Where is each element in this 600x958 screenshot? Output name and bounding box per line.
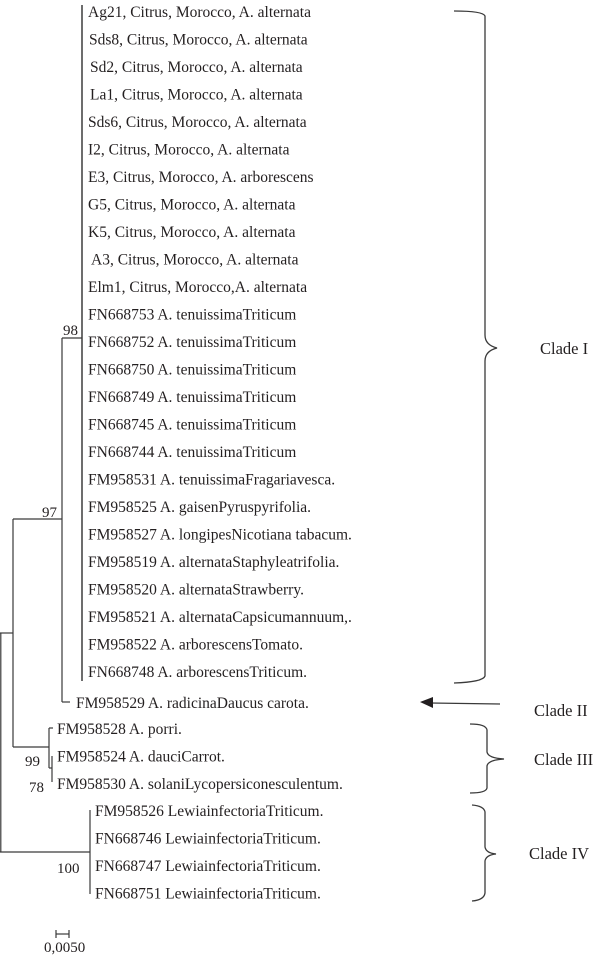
clade-1-brace: [453, 10, 498, 684]
taxon-label: La1, Citrus, Morocco, A. alternata: [90, 87, 303, 104]
taxon-label: FN668747 LewiainfectoriaTriticum.: [95, 858, 321, 875]
clade-1-labels: Ag21, Citrus, Morocco, A. alternataSds8,…: [88, 4, 352, 681]
taxon-label: G5, Citrus, Morocco, A. alternata: [88, 197, 296, 214]
scale-bar-label: 0,0050: [44, 940, 85, 956]
clade-2-arrow-line: [429, 702, 501, 705]
taxon-label: FN668749 A. tenuissimaTriticum: [88, 389, 296, 406]
bootstrap-100: 100: [57, 861, 80, 877]
taxon-label: FM958530 A. solaniLycopersiconesculentum…: [57, 776, 343, 793]
taxon-label: Elm1, Citrus, Morocco,A. alternata: [88, 279, 307, 296]
clade-2-label: Clade II: [534, 701, 588, 720]
taxon-label: Sd2, Citrus, Morocco, A. alternata: [90, 59, 303, 76]
taxon-label: FN668746 LewiainfectoriaTriticum.: [95, 831, 321, 848]
bootstrap-97: 97: [42, 505, 58, 521]
clade-3-brace: [469, 723, 505, 794]
taxon-label: FM958531 A. tenuissimaFragariavesca.: [88, 472, 335, 489]
arrow-left-icon: [420, 697, 433, 708]
taxon-label: E3, Citrus, Morocco, A. arborescens: [88, 169, 314, 186]
clade-2-labels: FM958529 A. radicinaDaucus carota.: [76, 695, 309, 712]
bootstrap-78: 78: [29, 780, 44, 796]
taxon-label: FN668750 A. tenuissimaTriticum: [88, 362, 296, 379]
taxon-label: FM958524 A. dauciCarrot.: [57, 749, 225, 766]
taxon-label: FM958522 A. arborescensTomato.: [88, 637, 303, 654]
taxon-label: FM958527 A. longipesNicotiana tabacum.: [88, 527, 352, 544]
taxon-label: Sds6, Citrus, Morocco, A. alternata: [88, 114, 307, 131]
bootstrap-98: 98: [63, 323, 78, 339]
taxon-label: FM958526 LewiainfectoriaTriticum.: [95, 803, 323, 820]
clade-3-label: Clade III: [534, 750, 593, 769]
taxon-label: FM958529 A. radicinaDaucus carota.: [76, 695, 309, 712]
taxon-label: A3, Citrus, Morocco, A. alternata: [91, 252, 299, 269]
taxon-label: FM958525 A. gaisenPyruspyrifolia.: [88, 499, 311, 516]
taxon-label: FN668753 A. tenuissimaTriticum: [88, 307, 296, 324]
taxon-label: FM958528 A. porri.: [57, 721, 182, 738]
taxon-label: FN668748 A. arborescensTriticum.: [88, 664, 307, 681]
taxon-label: I2, Citrus, Morocco, A. alternata: [88, 142, 290, 159]
taxon-label: Sds8, Citrus, Morocco, A. alternata: [89, 32, 308, 49]
taxon-label: FM958520 A. alternataStrawberry.: [88, 582, 304, 599]
taxon-label: FN668752 A. tenuissimaTriticum: [88, 334, 296, 351]
bootstrap-99: 99: [25, 754, 40, 770]
scale-bar: 0,0050: [44, 930, 85, 956]
clade-4-label: Clade IV: [529, 844, 589, 863]
clade-3-labels: FM958528 A. porri. FM958524 A. dauciCarro…: [57, 721, 343, 793]
tree-branches: [0, 5, 91, 894]
taxon-label: Ag21, Citrus, Morocco, A. alternata: [88, 4, 311, 21]
taxon-label: K5, Citrus, Morocco, A. alternata: [88, 224, 296, 241]
taxon-label: FN668745 A. tenuissimaTriticum: [88, 417, 296, 434]
taxon-label: FM958519 A. alternataStaphyleatrifolia.: [88, 554, 339, 571]
clade-4-brace: [471, 804, 497, 902]
clade-4-labels: FM958526 LewiainfectoriaTriticum. FN66874…: [95, 803, 323, 903]
taxon-label: FN668751 LewiainfectoriaTriticum.: [95, 886, 321, 903]
taxon-label: FN668744 A. tenuissimaTriticum: [88, 444, 296, 461]
taxon-label: FM958521 A. alternataCapsicumannuum,.: [88, 609, 352, 626]
clade-1-label: Clade I: [540, 339, 588, 358]
